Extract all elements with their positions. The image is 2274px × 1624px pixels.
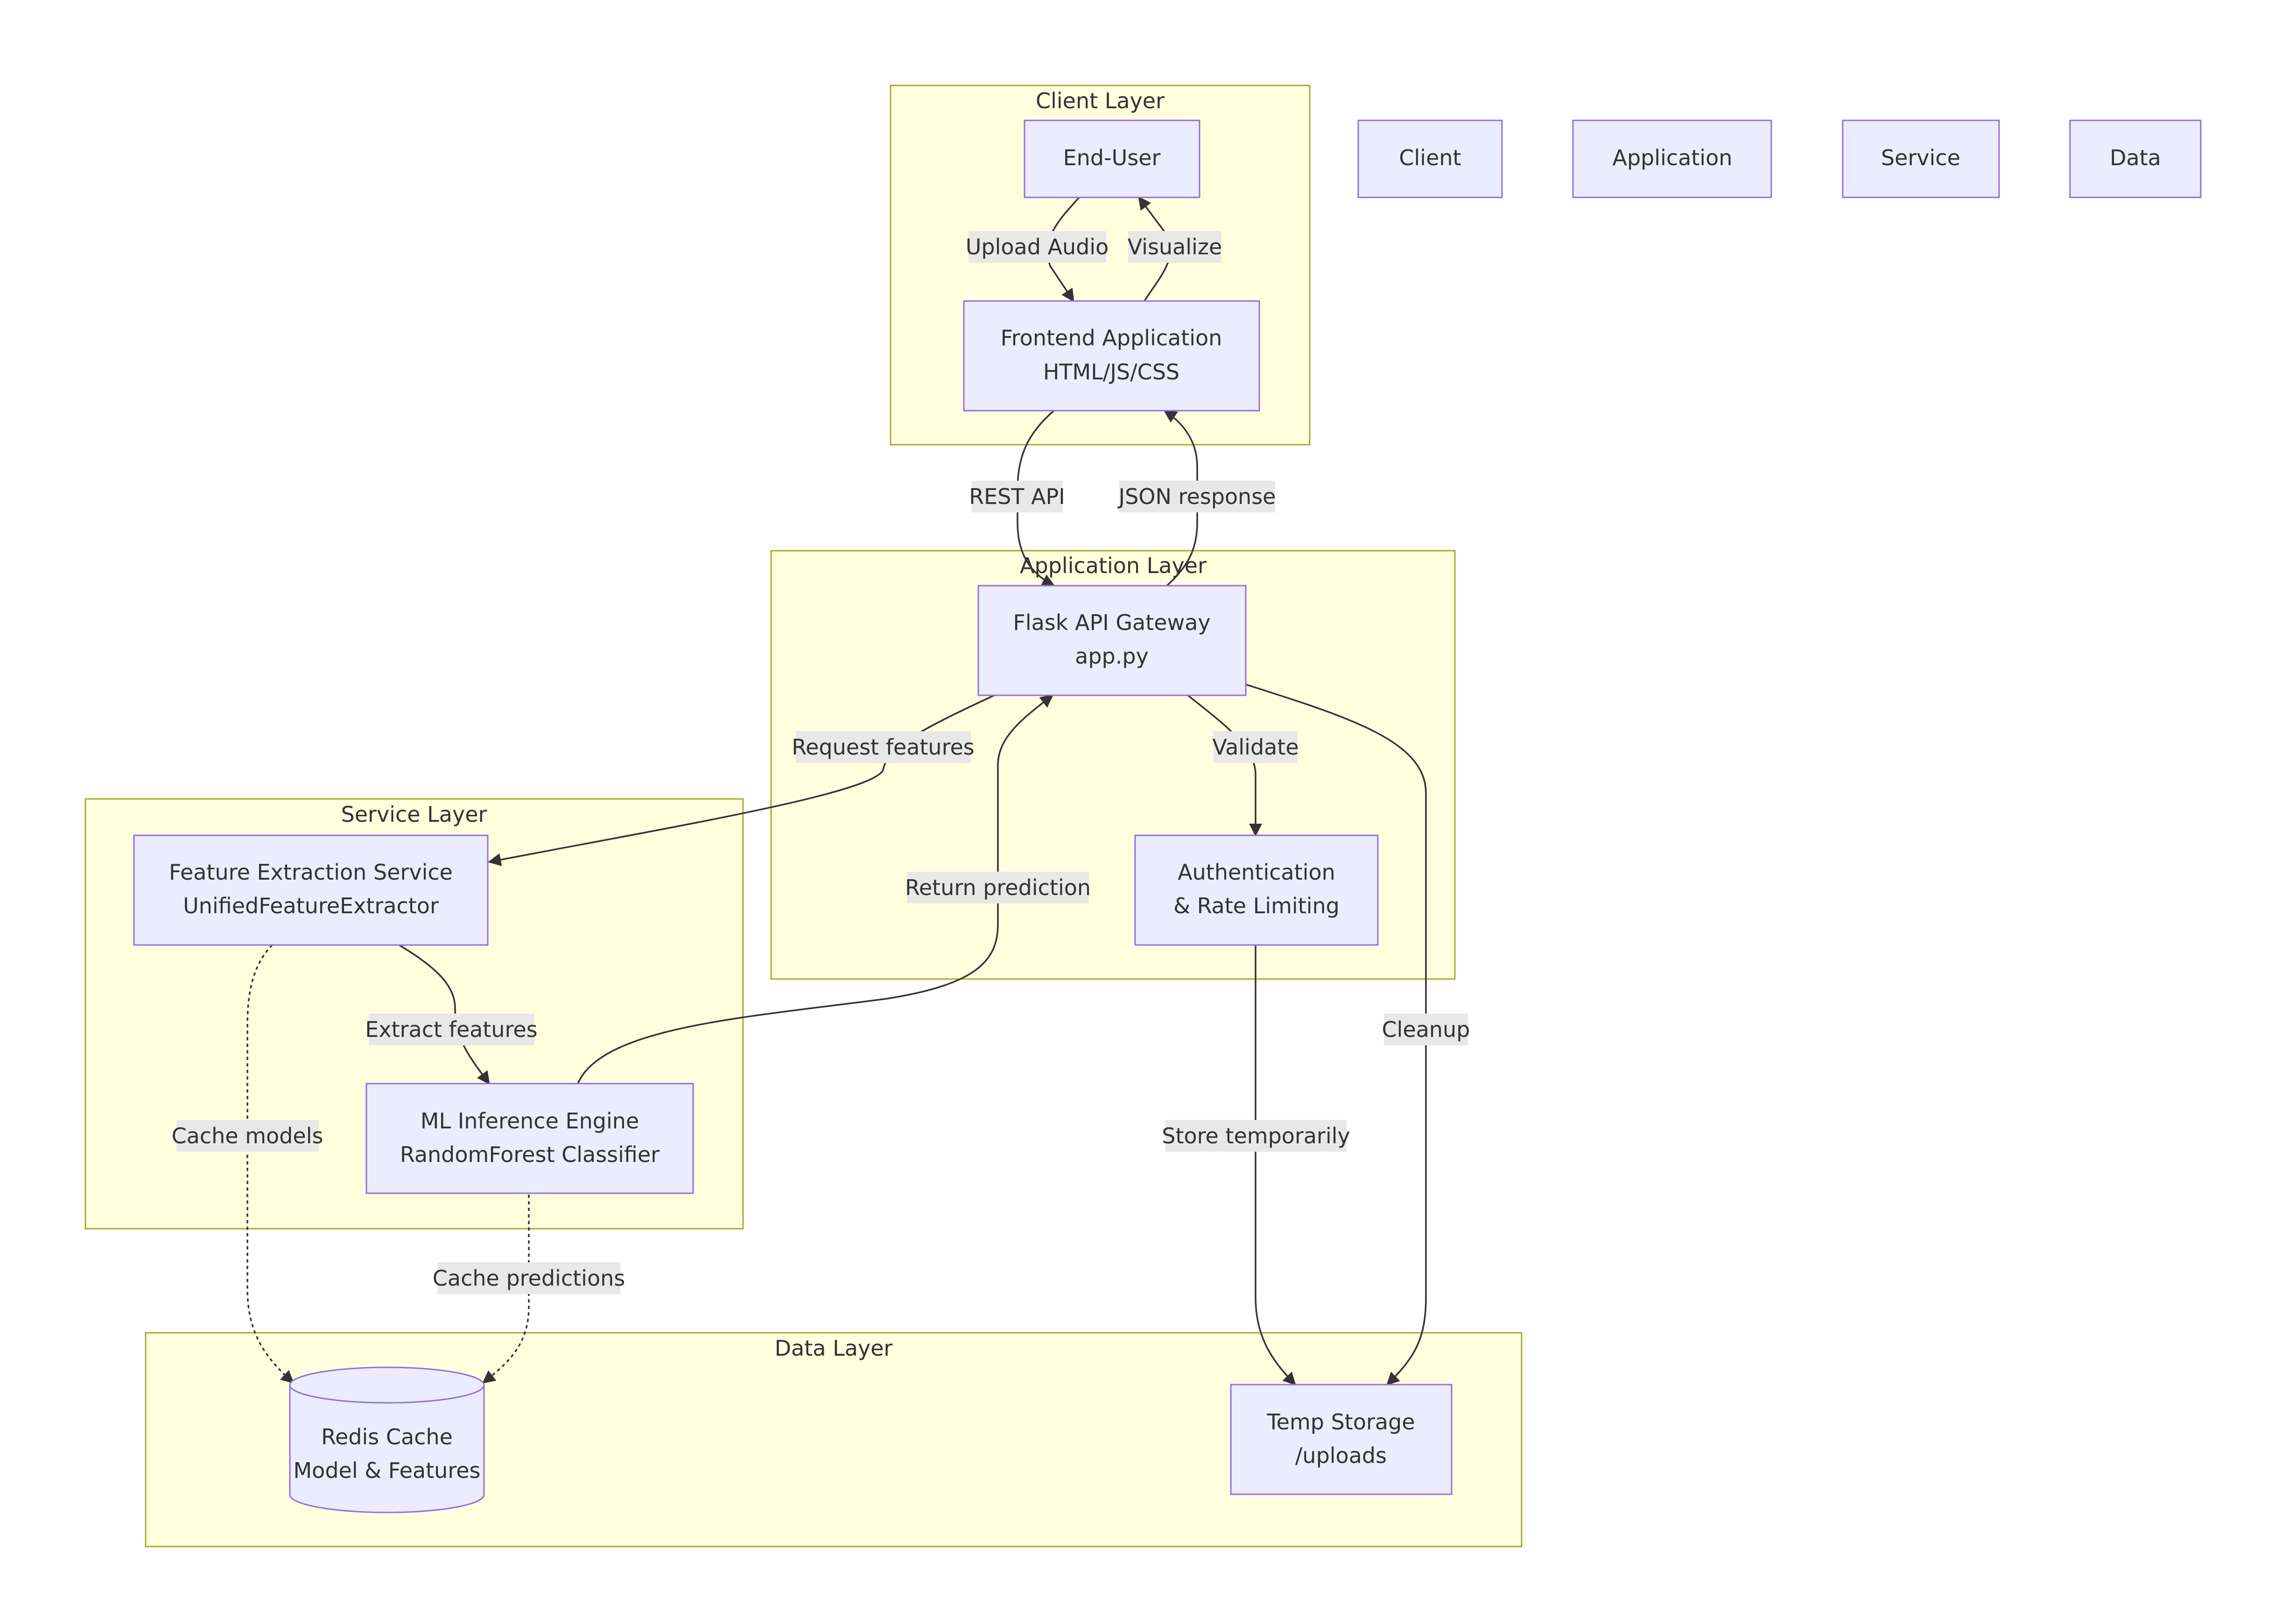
svg-text:Cleanup: Cleanup bbox=[1382, 1017, 1470, 1042]
node-label: End-User bbox=[1063, 145, 1161, 170]
node-label: Redis Cache bbox=[321, 1424, 453, 1449]
node-flask-api-gateway[interactable]: Flask API Gateway app.py bbox=[977, 585, 1247, 696]
node-end-user[interactable]: End-User bbox=[1024, 119, 1200, 198]
edge-label-rest-api: REST API bbox=[969, 481, 1065, 512]
node-sublabel: RandomForest Classifier bbox=[400, 1142, 660, 1167]
cluster-label: Data Layer bbox=[775, 1336, 893, 1361]
node-authentication-rate-limiting[interactable]: Authentication & Rate Limiting bbox=[1134, 834, 1379, 946]
node-sublabel: & Rate Limiting bbox=[1173, 893, 1340, 918]
node-sublabel: HTML/JS/CSS bbox=[1043, 359, 1179, 385]
edge-label-upload-audio: Upload Audio bbox=[966, 231, 1109, 263]
edge-store-temporarily bbox=[1255, 945, 1296, 1386]
edge-label-cache-predictions: Cache predictions bbox=[433, 1262, 625, 1294]
node-label: Feature Extraction Service bbox=[169, 860, 453, 885]
legend-client: Client bbox=[1357, 119, 1503, 198]
legend-service: Service bbox=[1842, 119, 2000, 198]
svg-text:JSON response: JSON response bbox=[1117, 484, 1276, 509]
node-ml-inference-engine[interactable]: ML Inference Engine RandomForest Classif… bbox=[365, 1083, 694, 1194]
legend-label: Data bbox=[2110, 145, 2161, 170]
edge-extract-features bbox=[399, 944, 490, 1085]
node-label: Flask API Gateway bbox=[1013, 610, 1210, 635]
edge-cache-models bbox=[246, 944, 295, 1384]
cluster-label: Client Layer bbox=[1036, 88, 1165, 113]
svg-text:Cache predictions: Cache predictions bbox=[433, 1266, 625, 1291]
edge-label-cleanup: Cleanup bbox=[1382, 1014, 1470, 1045]
node-sublabel: Model & Features bbox=[293, 1458, 480, 1483]
node-frontend-application[interactable]: Frontend Application HTML/JS/CSS bbox=[963, 300, 1260, 412]
node-temp-storage[interactable]: Temp Storage /uploads bbox=[1230, 1384, 1453, 1495]
svg-text:Extract features: Extract features bbox=[365, 1017, 537, 1042]
node-label: Authentication bbox=[1178, 860, 1335, 885]
legend-data: Data bbox=[2069, 119, 2202, 198]
edge-cache-predictions bbox=[482, 1195, 530, 1384]
cluster-label: Application Layer bbox=[1020, 553, 1207, 578]
node-label: ML Inference Engine bbox=[421, 1108, 639, 1134]
edge-label-request-features: Request features bbox=[792, 731, 975, 763]
edge-label-return-prediction: Return prediction bbox=[905, 872, 1091, 903]
svg-text:Upload Audio: Upload Audio bbox=[966, 234, 1109, 259]
cluster-label: Service Layer bbox=[341, 802, 487, 827]
node-feature-extraction-service[interactable]: Feature Extraction Service UnifiedFeatur… bbox=[133, 834, 489, 946]
edge-label-extract-features: Extract features bbox=[365, 1014, 538, 1045]
node-sublabel: /uploads bbox=[1295, 1443, 1387, 1468]
svg-text:Request features: Request features bbox=[792, 735, 975, 760]
edge-cleanup bbox=[1246, 684, 1427, 1386]
svg-text:Cache models: Cache models bbox=[172, 1123, 323, 1148]
edge-label-validate: Validate bbox=[1212, 731, 1299, 763]
node-label: Frontend Application bbox=[1001, 325, 1222, 350]
legend-label: Client bbox=[1399, 145, 1461, 170]
node-label: Temp Storage bbox=[1266, 1409, 1415, 1435]
edge-request-features bbox=[488, 694, 995, 867]
svg-text:Validate: Validate bbox=[1212, 735, 1298, 760]
edge-label-store-temporarily: Store temporarily bbox=[1162, 1120, 1350, 1152]
node-sublabel: app.py bbox=[1075, 644, 1149, 669]
edge-return-prediction bbox=[577, 694, 1054, 1084]
node-sublabel: UnifiedFeatureExtractor bbox=[183, 893, 439, 918]
svg-text:REST API: REST API bbox=[969, 484, 1065, 509]
svg-text:Visualize: Visualize bbox=[1128, 234, 1222, 259]
legend-label: Service bbox=[1881, 145, 1960, 170]
svg-text:Store temporarily: Store temporarily bbox=[1162, 1123, 1350, 1148]
svg-text:Return prediction: Return prediction bbox=[905, 875, 1091, 900]
edge-label-visualize: Visualize bbox=[1128, 231, 1222, 263]
node-redis-cache[interactable]: Redis Cache Model & Features bbox=[289, 1366, 485, 1513]
edge-label-cache-models: Cache models bbox=[172, 1120, 323, 1152]
edge-label-json-response: JSON response bbox=[1117, 481, 1276, 512]
legend-label: Application bbox=[1612, 145, 1732, 170]
legend-application: Application bbox=[1572, 119, 1772, 198]
